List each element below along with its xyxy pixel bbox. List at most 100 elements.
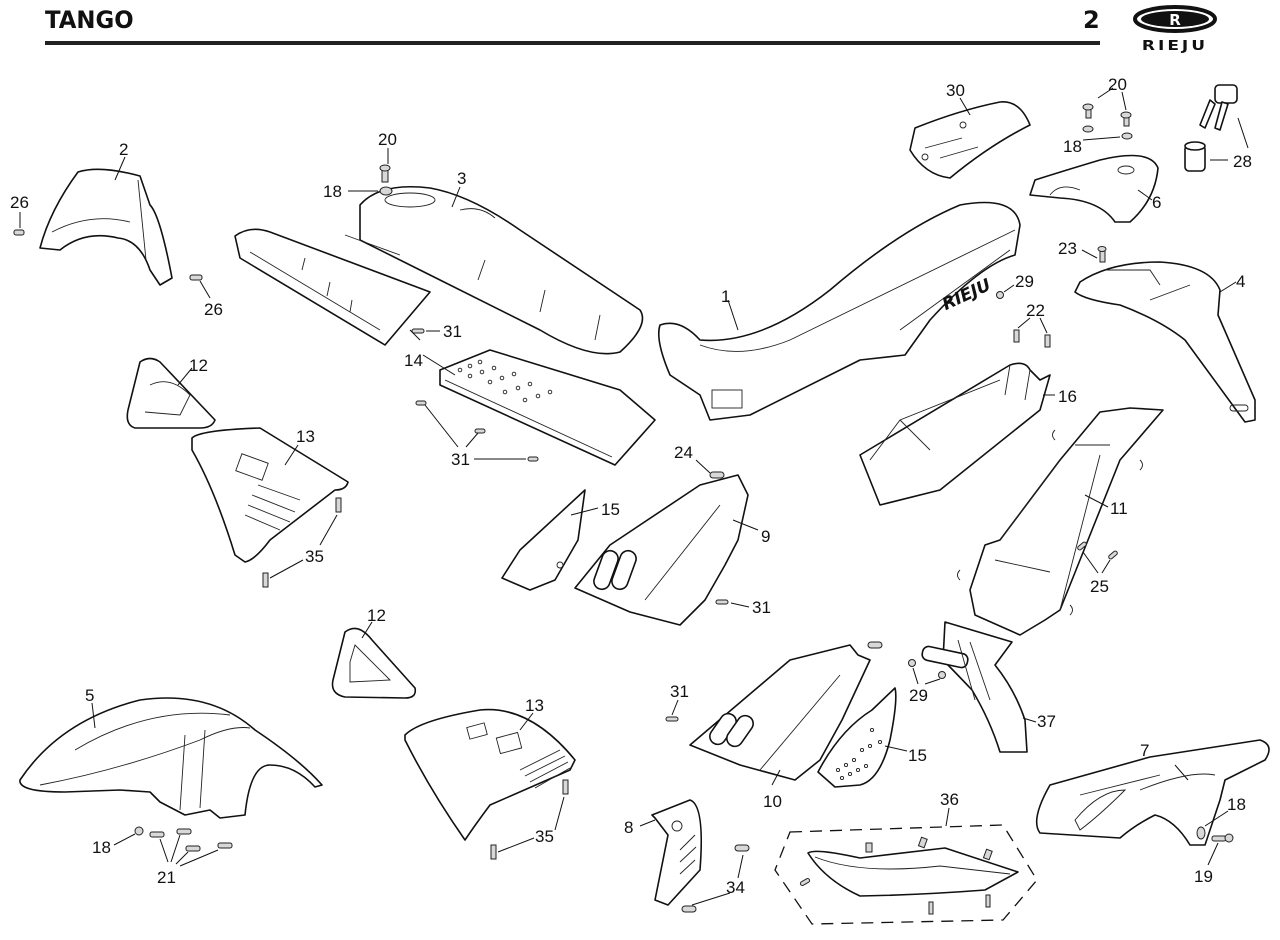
- washer-18d[interactable]: [1196, 826, 1206, 840]
- screw-23[interactable]: [1097, 246, 1107, 263]
- screw-31a[interactable]: [411, 328, 425, 334]
- callout-25: 25: [1090, 577, 1109, 596]
- leader-line: [737, 854, 744, 879]
- leader-line: [175, 851, 189, 865]
- part-skid-plate-kit[interactable]: [799, 836, 1019, 915]
- nut-29b[interactable]: [908, 659, 946, 679]
- callout-10: 10: [763, 792, 782, 811]
- leader-line: [924, 678, 941, 685]
- nut-29a[interactable]: [996, 291, 1004, 299]
- part-ignition-lock-set[interactable]: [1184, 84, 1238, 172]
- screw-35b[interactable]: [490, 779, 569, 860]
- leader-line: [1017, 317, 1031, 329]
- screw-31b[interactable]: [415, 400, 539, 462]
- screw-20b[interactable]: [1082, 103, 1132, 127]
- screw-26b[interactable]: [189, 274, 203, 281]
- leader-line: [114, 156, 126, 181]
- screw-34[interactable]: [681, 844, 750, 913]
- leader-line: [1174, 764, 1189, 781]
- part-air-scoop-upper[interactable]: [126, 357, 216, 429]
- washer-18a[interactable]: [379, 186, 393, 196]
- callout-13b: 13: [525, 696, 544, 715]
- leader-line: [113, 833, 136, 846]
- leader-line: [1219, 281, 1237, 293]
- part-side-panel-left[interactable]: [574, 474, 749, 626]
- leader-line: [691, 892, 731, 906]
- screw-10[interactable]: [867, 641, 883, 649]
- part-front-fender[interactable]: [19, 697, 323, 819]
- callout-15a: 15: [601, 500, 620, 519]
- callout-3: 3: [457, 169, 466, 188]
- callout-2: 2: [119, 140, 128, 159]
- screw-24[interactable]: [709, 471, 725, 479]
- part-radiator-shroud-lower[interactable]: [404, 708, 576, 841]
- washer-18c[interactable]: [134, 826, 144, 836]
- screw-25[interactable]: [1077, 541, 1118, 560]
- callout-34: 34: [726, 878, 745, 897]
- callout-30: 30: [946, 81, 965, 100]
- callout-24: 24: [674, 443, 693, 462]
- leader-line: [1097, 87, 1114, 99]
- part-fuel-tank-cover[interactable]: [344, 185, 644, 355]
- part-rear-fender[interactable]: [1074, 261, 1256, 423]
- part-tank-pad[interactable]: [909, 101, 1031, 179]
- screw-35a[interactable]: [262, 497, 342, 588]
- screw-20a[interactable]: [379, 164, 391, 183]
- part-side-panel-grille-lower[interactable]: [817, 687, 897, 788]
- leader-line: [159, 838, 169, 863]
- part-license-plate-bracket[interactable]: [921, 621, 1028, 753]
- part-battery-box[interactable]: [859, 362, 1051, 506]
- part-sprocket-cover[interactable]: [651, 799, 703, 906]
- screw-19[interactable]: [1211, 833, 1234, 843]
- part-tail-cover[interactable]: [1029, 154, 1159, 223]
- part-seat[interactable]: RIEJU: [657, 201, 1021, 421]
- part-inner-rear-mudguard[interactable]: [969, 407, 1164, 636]
- screw-31c[interactable]: [715, 599, 729, 605]
- callout-12b: 12: [367, 606, 386, 625]
- leader-line: [1003, 284, 1015, 293]
- leader-line: [1082, 136, 1121, 141]
- callout-28: 28: [1233, 152, 1252, 171]
- callout-31a: 31: [443, 322, 462, 341]
- leader-line: [465, 432, 479, 448]
- leader-line: [177, 367, 193, 386]
- leader-line: [497, 837, 535, 853]
- leader-line: [554, 796, 565, 831]
- callout-4: 4: [1236, 272, 1245, 291]
- leader-line: [1207, 842, 1219, 866]
- leader-line: [1084, 494, 1109, 508]
- part-chain-guard[interactable]: [1035, 739, 1270, 846]
- callout-23: 23: [1058, 239, 1077, 258]
- clip-11[interactable]: [957, 429, 1143, 616]
- brand-emblem-letter: R: [1169, 11, 1181, 29]
- screw-22[interactable]: [1013, 329, 1051, 348]
- callout-29a: 29: [1015, 272, 1034, 291]
- leader-line: [519, 712, 534, 731]
- screw-26a[interactable]: [13, 229, 25, 236]
- leader-line: [179, 849, 219, 867]
- callout-26a: 26: [10, 193, 29, 212]
- leader-line: [771, 769, 781, 786]
- leader-line: [959, 97, 971, 116]
- leader-line: [424, 404, 459, 448]
- leader-line: [671, 699, 679, 716]
- part-side-panel-right[interactable]: [689, 644, 871, 781]
- part-side-panel-grille-upper[interactable]: [501, 489, 586, 591]
- leader-line: [1039, 317, 1048, 334]
- leader-line: [199, 280, 211, 299]
- part-tank-side-spoiler-upper[interactable]: [234, 228, 431, 346]
- part-tank-side-spoiler-lower[interactable]: [439, 349, 656, 466]
- washer-18b[interactable]: [1082, 125, 1133, 140]
- leader-line: [570, 507, 599, 516]
- leader-line: [409, 329, 421, 341]
- part-air-scoop-lower[interactable]: [331, 627, 417, 699]
- part-radiator-shroud-upper[interactable]: [191, 427, 349, 563]
- callout-26b: 26: [204, 300, 223, 319]
- screw-21[interactable]: [149, 828, 233, 852]
- callout-11: 11: [1110, 499, 1128, 518]
- callout-15b: 15: [908, 746, 927, 765]
- part-headlight-fairing[interactable]: [39, 168, 173, 286]
- screw-31d[interactable]: [665, 716, 679, 722]
- page-number: 2: [1083, 6, 1100, 34]
